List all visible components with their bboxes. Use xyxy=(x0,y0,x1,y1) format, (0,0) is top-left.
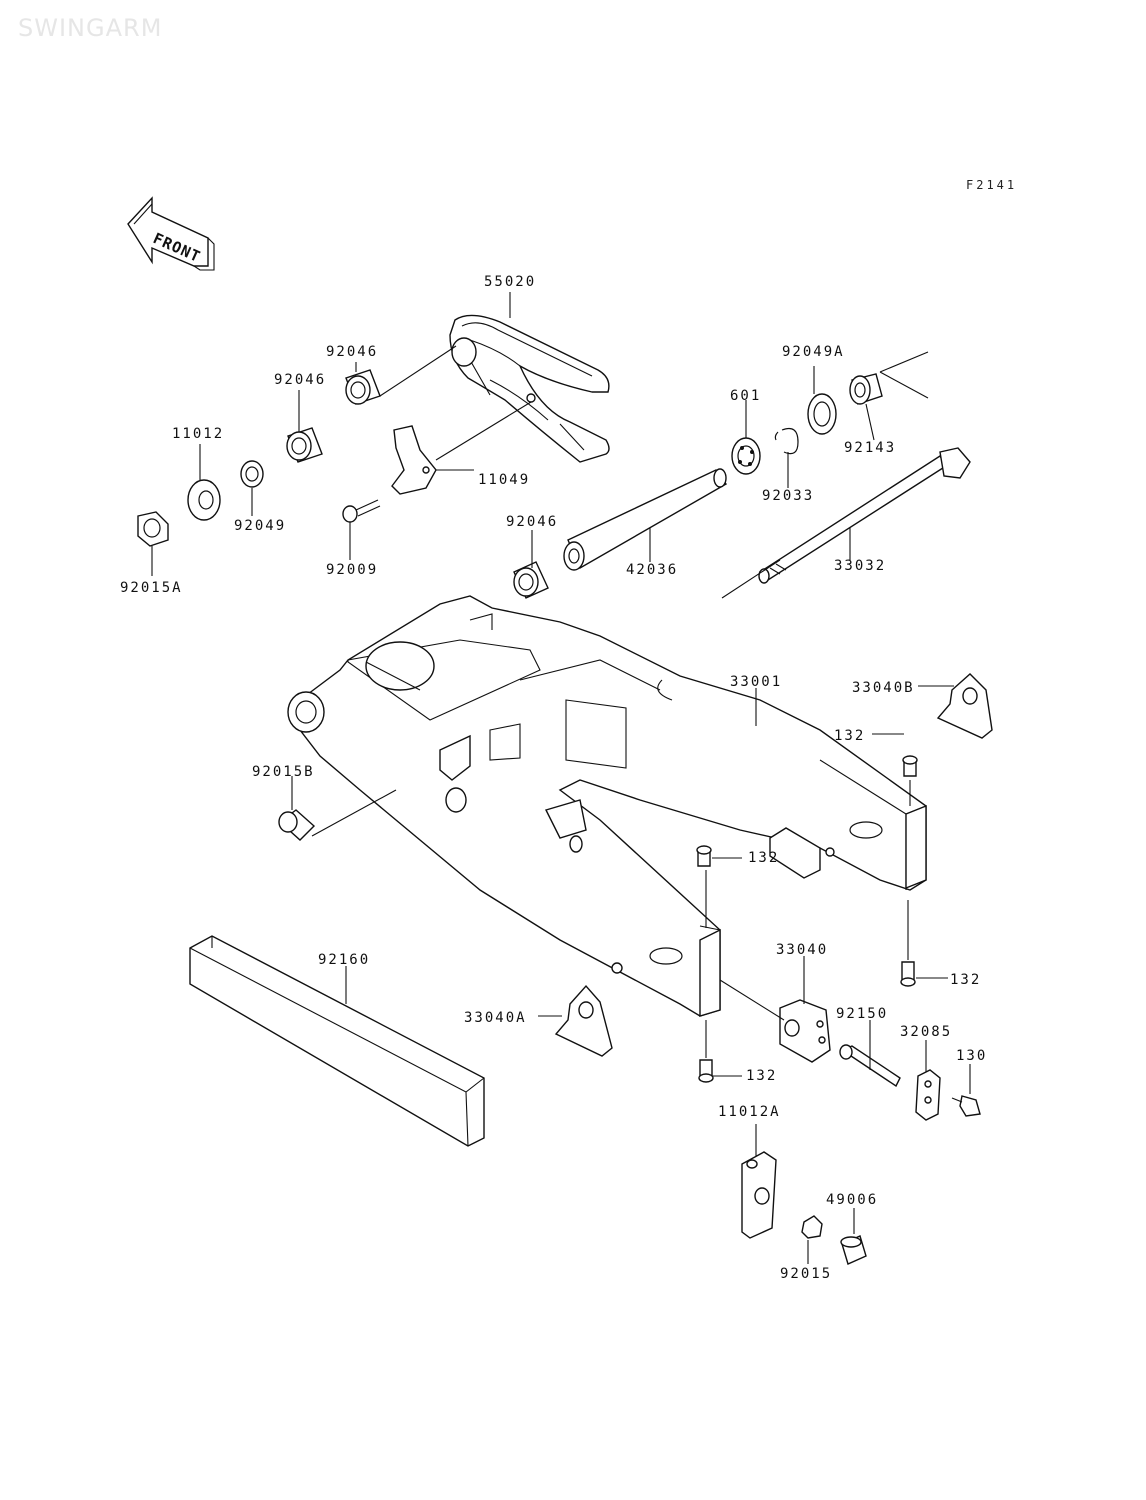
plate-11012a-part xyxy=(741,1151,777,1239)
sleeve-part xyxy=(563,468,728,571)
watermark-text: SWINGARM xyxy=(18,14,163,42)
label-33040a: 33040A xyxy=(464,1010,527,1026)
chain-slider-part xyxy=(449,314,610,463)
label-92046-a: 92046 xyxy=(326,344,378,360)
label-92049: 92049 xyxy=(234,518,286,534)
label-130: 130 xyxy=(956,1048,987,1064)
ball-bearing-part xyxy=(731,437,761,475)
nut-92015-part xyxy=(801,1215,823,1239)
figure-code: F2141 xyxy=(966,178,1018,192)
label-32085: 32085 xyxy=(900,1024,952,1040)
label-33001: 33001 xyxy=(730,674,782,690)
label-92046-b: 92046 xyxy=(274,372,326,388)
pivot-shaft-part xyxy=(758,447,971,584)
label-92160: 92160 xyxy=(318,952,370,968)
plate-33040b-part xyxy=(936,673,993,739)
label-55020: 55020 xyxy=(484,274,536,290)
label-92143: 92143 xyxy=(844,440,896,456)
label-92009: 92009 xyxy=(326,562,378,578)
bolt-132-lower xyxy=(698,1059,714,1083)
label-92015: 92015 xyxy=(780,1266,832,1282)
oil-seal-a-part xyxy=(807,393,837,435)
swingarm-main-part xyxy=(287,595,927,1017)
collar-92143-part xyxy=(849,373,883,405)
label-92033: 92033 xyxy=(762,488,814,504)
label-132-d: 132 xyxy=(746,1068,777,1084)
bolt-130-part xyxy=(951,1095,981,1117)
bolt-132-lower-right xyxy=(900,961,916,987)
label-11012a: 11012A xyxy=(718,1104,781,1120)
label-92015a: 92015A xyxy=(120,580,183,596)
circlip-part xyxy=(774,427,799,455)
needle-bearing-middle xyxy=(286,427,323,463)
label-49006: 49006 xyxy=(826,1192,878,1208)
plate-33040a-part xyxy=(554,984,613,1057)
label-132-b: 132 xyxy=(748,850,779,866)
oil-seal-part xyxy=(240,460,264,488)
part-labels: 55020 92046 92046 11012 92049 11049 9200… xyxy=(120,274,987,1282)
bolt-92150-part xyxy=(839,1044,901,1088)
label-11012: 11012 xyxy=(172,426,224,442)
label-33032: 33032 xyxy=(834,558,886,574)
label-601: 601 xyxy=(730,388,761,404)
cap-92015b-part xyxy=(278,809,316,841)
bolt-132-mid xyxy=(696,845,712,867)
cap-49006-part xyxy=(840,1235,867,1265)
pad-92160-part xyxy=(189,935,485,1147)
leader-lines xyxy=(151,292,971,1264)
nut-part xyxy=(137,511,169,547)
label-92046-c: 92046 xyxy=(506,514,558,530)
label-92150: 92150 xyxy=(836,1006,888,1022)
label-92049a: 92049A xyxy=(782,344,845,360)
label-33040: 33040 xyxy=(776,942,828,958)
collar-part xyxy=(187,479,221,521)
screw-part xyxy=(342,499,381,523)
label-33040b: 33040B xyxy=(852,680,915,696)
bracket-part xyxy=(391,425,437,495)
label-42036: 42036 xyxy=(626,562,678,578)
front-arrow-icon: FRONT xyxy=(127,196,215,271)
needle-bearing-lower xyxy=(513,561,549,599)
needle-bearing-upper xyxy=(345,369,381,405)
label-92015b: 92015B xyxy=(252,764,315,780)
bolt-132-upper-right xyxy=(902,755,918,777)
plate-32085-part xyxy=(915,1069,941,1121)
label-11049: 11049 xyxy=(478,472,530,488)
label-132-c: 132 xyxy=(950,972,981,988)
label-132-a: 132 xyxy=(834,728,865,744)
block-33040-part xyxy=(779,999,831,1063)
